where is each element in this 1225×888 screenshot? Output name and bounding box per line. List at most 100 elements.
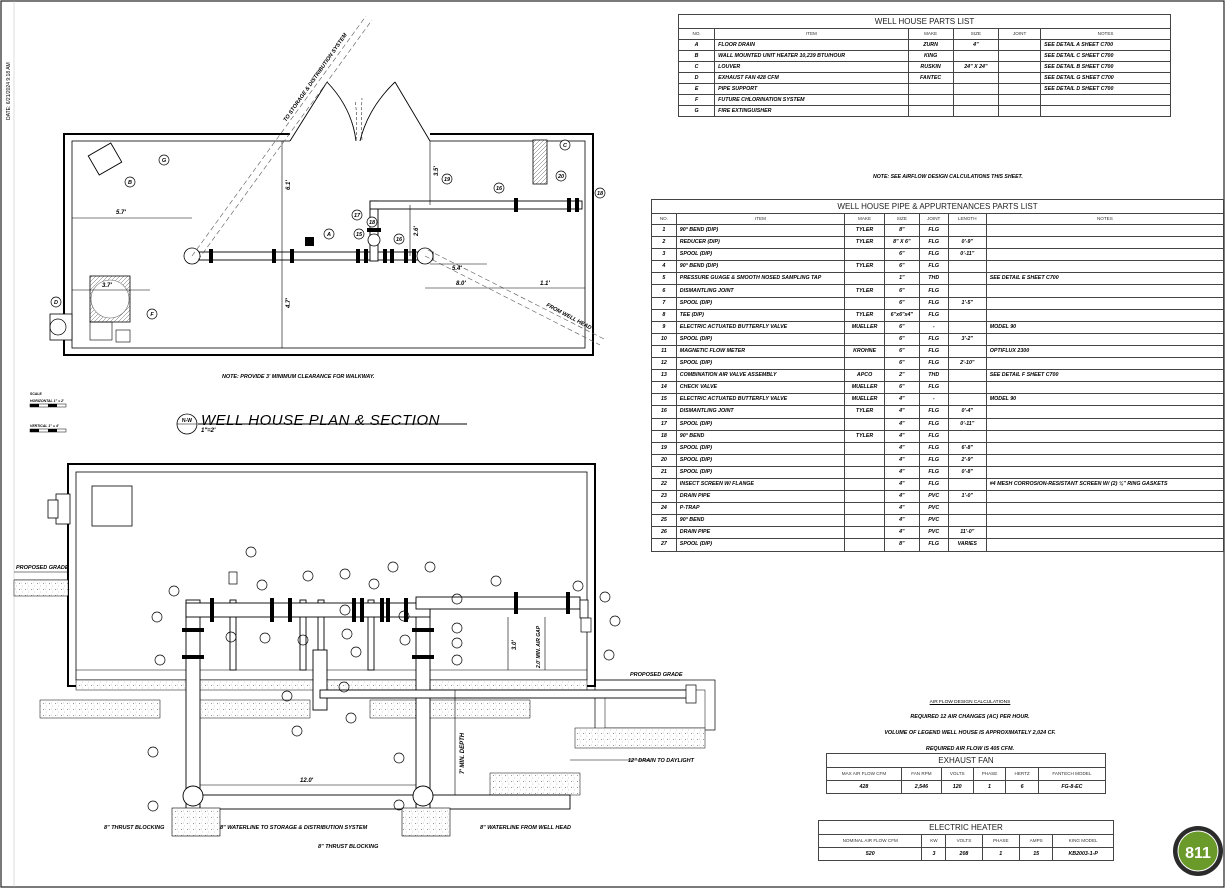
- table-cell: [985, 308, 1225, 322]
- table-cell: [952, 83, 1000, 95]
- grade-left: PROPOSED GRADE: [16, 565, 69, 571]
- table-cell: 3: [651, 248, 677, 262]
- table-cell: 8": [883, 538, 920, 552]
- table-cell: [947, 344, 987, 359]
- table-cell: [907, 83, 954, 95]
- table-cell: 15: [651, 393, 677, 407]
- thrust-left: 8" THRUST BLOCKING: [104, 825, 165, 831]
- table-cell: 6": [883, 248, 920, 262]
- plan-flanges: [209, 198, 579, 263]
- dim-text: 2.6': [414, 226, 420, 237]
- table-cell: MUELLER: [844, 393, 885, 407]
- table-cell: 12: [651, 357, 677, 371]
- table-cell: [844, 538, 885, 552]
- svg-text:B: B: [128, 180, 132, 186]
- table-cell: ELECTRIC ACTUATED BUTTERFLY VALVE: [675, 320, 846, 334]
- column-header: HERTZ: [1005, 767, 1039, 781]
- table-cell: [947, 369, 987, 383]
- svg-text:D: D: [54, 300, 58, 306]
- column-header: FANTECH MODEL: [1037, 767, 1107, 781]
- table-cell: SPOOL (DIP): [675, 248, 846, 262]
- table-cell: 25: [651, 514, 677, 528]
- column-header: PHASE: [981, 834, 1021, 848]
- table-cell: [985, 296, 1225, 310]
- table-cell: ELECTRIC ACTUATED BUTTERFLY VALVE: [675, 393, 846, 407]
- table-cell: 2'-9": [947, 453, 987, 467]
- table-cell: FLOOR DRAIN: [714, 39, 909, 51]
- svg-text:18: 18: [597, 191, 604, 197]
- airflow-calculations: AIR FLOW DESIGN CALCULATIONS REQUIRED 12…: [820, 697, 1120, 757]
- grade-lines: [14, 571, 680, 681]
- table-cell: 6": [883, 332, 920, 346]
- table-cell: FLG: [918, 441, 949, 455]
- pipe-list-table: WELL HOUSE PIPE & APPURTENANCES PARTS LI…: [651, 199, 1225, 552]
- grade-right: PROPOSED GRADE: [630, 672, 683, 678]
- column-header: FAN RPM: [900, 767, 942, 781]
- door-swing-left: [289, 81, 357, 142]
- table-cell: 23: [651, 490, 677, 504]
- column-header: PHASE: [972, 767, 1007, 781]
- table-cell: FLG: [918, 260, 949, 274]
- table-cell: [985, 381, 1225, 395]
- airflow-heading: AIR FLOW DESIGN CALCULATIONS: [929, 700, 1011, 705]
- table-cell: [952, 50, 1000, 62]
- table-cell: [844, 502, 885, 516]
- table-cell: SPOOL (DIP): [675, 465, 846, 479]
- to-storage-label: TO STORAGE & DISTRIBUTION SYSTEM: [283, 32, 349, 123]
- table-cell: SPOOL (DIP): [675, 538, 846, 552]
- table-cell: [844, 477, 885, 492]
- table-cell: 4": [883, 393, 920, 407]
- table-cell: 5: [651, 272, 677, 286]
- table-cell: FANTEC: [907, 72, 954, 84]
- table-cell: MODEL 90: [985, 393, 1225, 407]
- table-cell: 3'-2": [947, 332, 987, 346]
- column-header: ITEM: [714, 28, 909, 40]
- table-cell: ZURN: [907, 39, 954, 51]
- table-cell: 1'-0": [947, 490, 987, 504]
- min-depth: 7' MIN. DEPTH: [460, 732, 466, 774]
- column-header: NOMINAL AIR FLOW CFM: [817, 834, 923, 848]
- table-cell: TYLER: [844, 284, 885, 298]
- table-cell: TYLER: [844, 308, 885, 322]
- table-cell: [844, 357, 885, 371]
- table-cell: 2": [883, 369, 920, 383]
- table-cell: D: [677, 72, 716, 84]
- table-cell: P-TRAP: [675, 502, 846, 516]
- table-cell: THD: [918, 272, 949, 286]
- table-cell: LOUVER: [714, 61, 909, 73]
- table-cell: [985, 441, 1225, 455]
- table-cell: FG-8-EC: [1037, 780, 1107, 794]
- table-cell: COMBINATION AIR VALVE ASSEMBLY: [675, 369, 846, 383]
- table-cell: 6": [883, 296, 920, 310]
- table-cell: FLG: [918, 332, 949, 346]
- table-cell: SPOOL (DIP): [675, 417, 846, 431]
- table-cell: 6"x6"x4": [883, 308, 920, 322]
- column-header: MAX AIR FLOW CFM: [826, 767, 902, 781]
- waterline-storage: 8" WATERLINE TO STORAGE & DISTRIBUTION S…: [220, 825, 368, 831]
- table-cell: 90° BEND: [675, 514, 846, 528]
- table-cell: 24" X 24": [952, 61, 1000, 73]
- table-cell: 90° BEND (DIP): [675, 223, 846, 238]
- svg-text:18: 18: [369, 220, 376, 226]
- table-cell: [844, 526, 885, 540]
- table-cell: 13: [651, 369, 677, 383]
- table-cell: 19: [651, 441, 677, 455]
- table-cell: 17: [651, 417, 677, 431]
- svg-text:F: F: [150, 312, 154, 318]
- table-cell: FLG: [918, 284, 949, 298]
- dim-3: 3.0': [512, 640, 518, 650]
- table-cell: KROHNE: [844, 344, 885, 359]
- table-cell: [947, 272, 987, 286]
